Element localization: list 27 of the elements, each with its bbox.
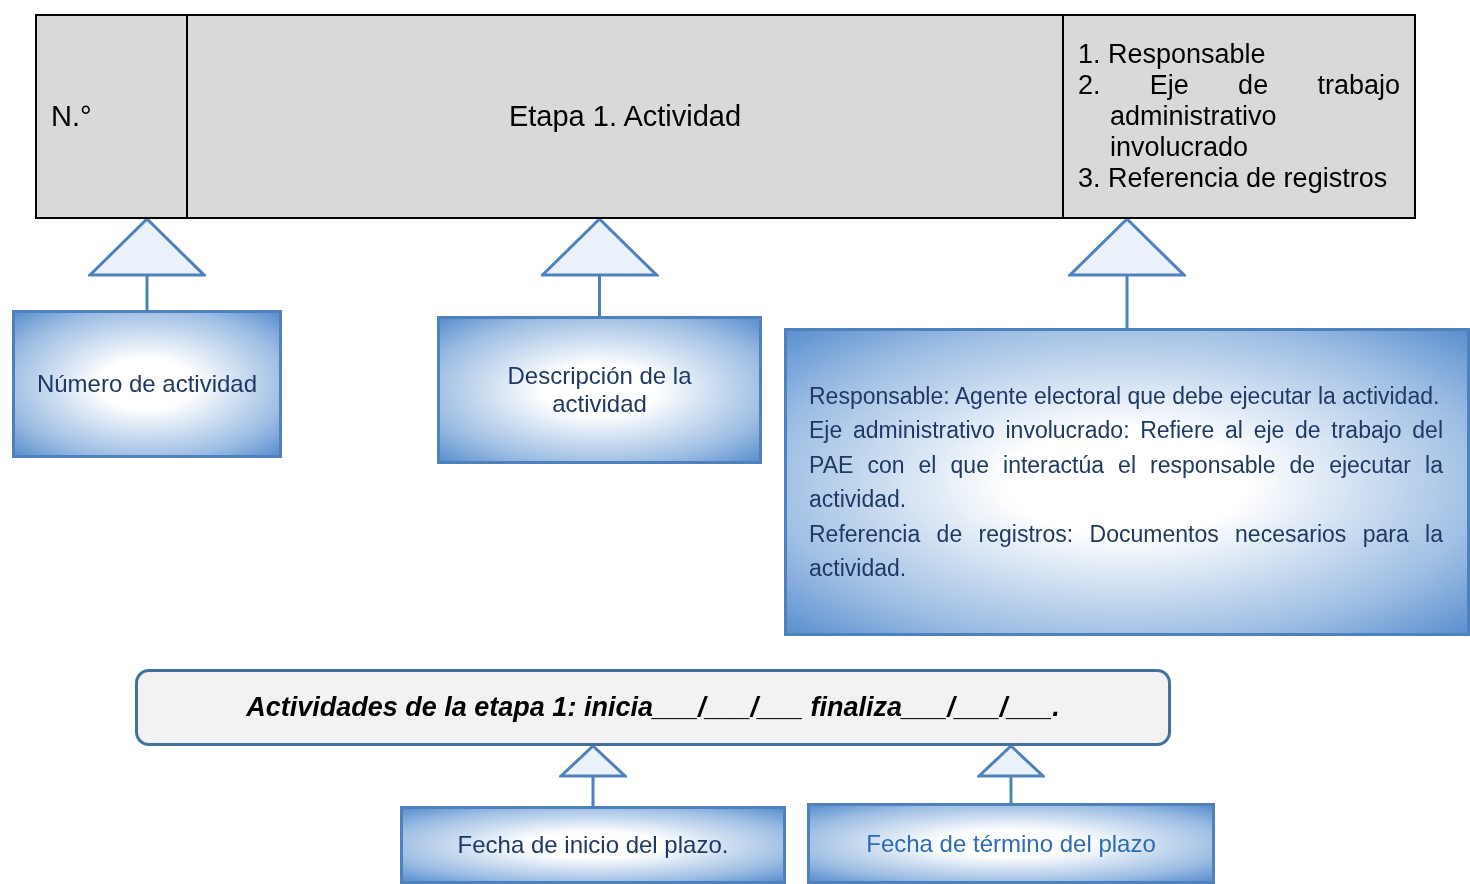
table-cell	[1062, 14, 1416, 219]
arrow	[977, 744, 1045, 803]
date-banner	[135, 669, 1171, 746]
arrow	[88, 217, 206, 310]
callout-text: Descripción de la actividad	[506, 362, 693, 418]
callout-text: Fecha de término del plazo	[865, 829, 1157, 858]
list-item: 2. Eje de trabajo administrativo involucrado	[1078, 69, 1400, 164]
arrow	[559, 744, 627, 806]
arrow	[1068, 217, 1186, 328]
callout-box	[437, 316, 762, 464]
callout-box	[807, 803, 1215, 884]
callout-text: Responsable: Agente electoral que debe ejecutar la actividad.	[809, 381, 1441, 411]
callout-text: Fecha de inicio del plazo.	[456, 831, 730, 859]
callout-text: Referencia de registros: Documentos necesarios para la actividad.	[809, 519, 1443, 583]
arrow	[541, 217, 658, 316]
callout-box	[784, 328, 1470, 636]
callout-box	[12, 310, 282, 458]
callout-box	[400, 806, 786, 884]
callout-text: Número de actividad	[35, 370, 259, 398]
list-item: 3. Referencia de registros	[1078, 163, 1389, 195]
list-item: 1. Responsable	[1078, 38, 1267, 70]
cell-text: Etapa 1. Actividad	[507, 100, 743, 133]
table-cell	[35, 14, 188, 219]
table-cell	[186, 14, 1064, 219]
banner-text: Actividades de la etapa 1: inicia___/___/___ finaliza___/___/___.	[245, 692, 1061, 723]
cell-text: N.°	[51, 100, 93, 133]
callout-text: Eje administrativo involucrado: Refiere al eje de trabajo del PAE con el que interactúa el responsable de ejecutar la actividad.	[809, 416, 1443, 514]
